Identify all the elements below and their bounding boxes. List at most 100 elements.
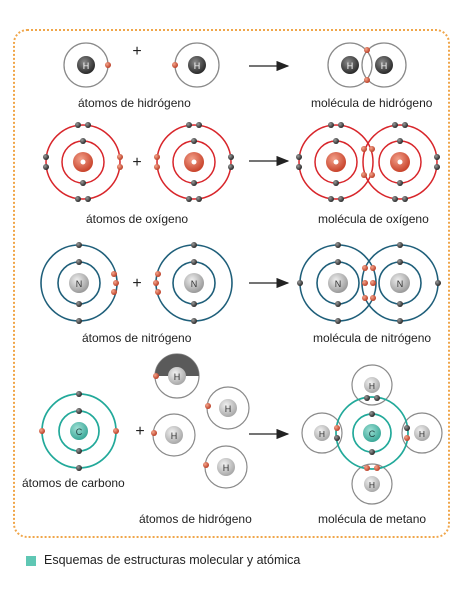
- outer-shell: [45, 124, 121, 200]
- electron: [111, 271, 117, 277]
- nucleus-center: [397, 159, 403, 165]
- shell: [327, 42, 373, 88]
- electron: [404, 435, 410, 441]
- electron: [85, 196, 91, 202]
- hydrogen-atom-right-bottom: H: [203, 445, 248, 489]
- hydrogen-atom-right: H: [172, 42, 220, 88]
- electron: [335, 318, 341, 324]
- electron: [333, 180, 339, 186]
- nucleus-letter: H: [83, 61, 90, 71]
- h-shell: [351, 364, 393, 406]
- nucleus: [217, 458, 235, 476]
- nucleus: [77, 56, 95, 74]
- diagram-frame: [13, 29, 450, 538]
- oxygen-atom-left: [43, 122, 123, 202]
- electron: [335, 242, 341, 248]
- electron: [105, 62, 111, 68]
- electron: [397, 242, 403, 248]
- outer-shell: [298, 124, 374, 200]
- electron: [113, 428, 119, 434]
- oxygen-atom-right: [154, 122, 234, 202]
- nitrogen-molecule: N N: [297, 242, 441, 324]
- electron: [191, 259, 197, 265]
- electron: [370, 295, 376, 301]
- electron: [43, 164, 49, 170]
- electron: [374, 465, 380, 471]
- nucleus: [184, 273, 204, 293]
- h-nucleus: [364, 476, 380, 492]
- nucleus-letter: N: [76, 279, 83, 289]
- electron: [392, 122, 398, 128]
- outer-shell: [362, 124, 438, 200]
- electron: [397, 180, 403, 186]
- electron: [402, 122, 408, 128]
- electron: [153, 280, 159, 286]
- electron: [228, 164, 234, 170]
- nucleus-letter: H: [225, 404, 232, 414]
- h-nucleus: [414, 425, 430, 441]
- electron: [335, 301, 341, 307]
- nucleus-letter: H: [319, 429, 325, 439]
- electron: [334, 435, 340, 441]
- label-hydrogen-atoms: átomos de hidrógeno: [78, 96, 191, 110]
- label-methane-molecule: molécula de metano: [318, 512, 427, 526]
- nucleus-center: [80, 159, 86, 165]
- electron: [80, 138, 86, 144]
- electron: [80, 180, 86, 186]
- electron: [338, 196, 344, 202]
- electron: [151, 430, 157, 436]
- hydrogen-atom-left-mid: H: [151, 413, 196, 457]
- label-oxygen-molecule: molécula de oxígeno: [318, 212, 429, 226]
- plus-sign: +: [132, 154, 141, 171]
- h-shell: [301, 412, 343, 454]
- nucleus-center: [333, 159, 339, 165]
- electron: [186, 122, 192, 128]
- nucleus: [70, 422, 88, 440]
- electron: [328, 122, 334, 128]
- nucleus-letter: H: [369, 381, 375, 391]
- electron: [76, 259, 82, 265]
- hydrogen-molecule: H H: [327, 42, 407, 88]
- nucleus-center: [191, 159, 197, 165]
- plus-sign: +: [135, 423, 144, 440]
- electron: [75, 122, 81, 128]
- label-nitrogen-molecule: molécula de nitrógeno: [313, 331, 432, 345]
- electron: [361, 146, 367, 152]
- carbon-atom: C: [39, 391, 119, 471]
- electron: [402, 196, 408, 202]
- electron: [362, 295, 368, 301]
- nucleus-letter: H: [194, 61, 201, 71]
- electron: [434, 154, 440, 160]
- electron: [75, 196, 81, 202]
- electron: [435, 280, 441, 286]
- electron: [191, 138, 197, 144]
- electron: [328, 196, 334, 202]
- nucleus-letter: H: [174, 372, 181, 382]
- nucleus: [219, 399, 237, 417]
- caption-swatch: [26, 556, 36, 566]
- label-nitrogen-atoms: átomos de nitrógeno: [82, 331, 192, 345]
- label-hydrogen-molecule: molécula de hidrógeno: [311, 96, 433, 110]
- hydrogen-atom-left: H: [63, 42, 111, 88]
- label-hydrogen-atoms-methane: átomos de hidrógeno: [139, 512, 252, 526]
- electron: [76, 318, 82, 324]
- label-oxygen-atoms: átomos de oxígeno: [86, 212, 189, 226]
- nucleus-letter: C: [76, 427, 83, 437]
- h-nucleus: [364, 377, 380, 393]
- electron: [364, 465, 370, 471]
- nucleus: [390, 273, 410, 293]
- electron: [369, 449, 375, 455]
- nucleus: [341, 56, 359, 74]
- electron: [155, 289, 161, 295]
- electron: [76, 465, 82, 471]
- electron: [362, 280, 368, 286]
- electron: [76, 391, 82, 397]
- electron: [374, 395, 380, 401]
- electron: [397, 259, 403, 265]
- electron: [85, 122, 91, 128]
- nucleus-letter: H: [171, 431, 178, 441]
- electron: [191, 301, 197, 307]
- electron: [191, 242, 197, 248]
- electron: [43, 154, 49, 160]
- electron: [186, 196, 192, 202]
